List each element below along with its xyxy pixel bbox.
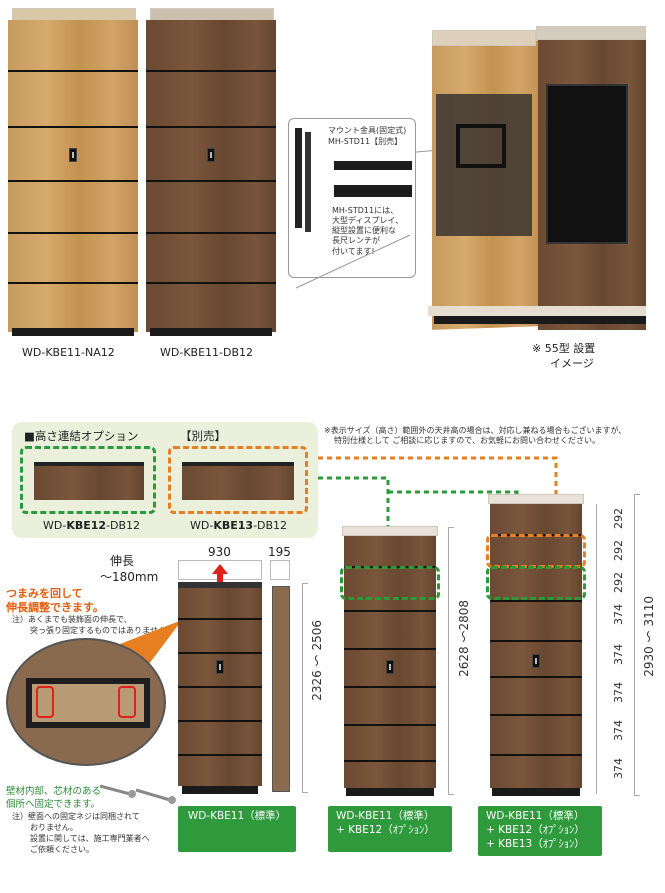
- callout-model: MH-STD11【別売】: [328, 137, 403, 146]
- seg-374-b: 374: [612, 644, 625, 665]
- option-kbe13-label: WD-KBE13-DB12: [190, 519, 287, 532]
- option-kbe13-image: [182, 462, 294, 500]
- label-kbe13-line1: WD-KBE11（標準）: [486, 810, 585, 822]
- screw-icon: [99, 784, 176, 804]
- seg-292-b: 292: [612, 540, 625, 561]
- callout-note-4: 長尺レンチが: [332, 236, 380, 245]
- wall-note-1: 注）壁面への固定ネジは同梱されて: [12, 812, 140, 821]
- option-kbe13-frame: [168, 446, 308, 514]
- option-kbe13-bold: KBE13: [213, 519, 254, 532]
- adjust-title-2: 伸長調整できます。: [6, 601, 104, 614]
- height-line-kbe12: [448, 527, 454, 795]
- kbe13-highlight: [486, 534, 586, 568]
- label-kbe13-line3: + KBE13（ｵﾌﾟｼｮﾝ）: [486, 838, 585, 850]
- notice-line-1: ※表示サイズ（高さ）範囲外の天井高の場合は、対応し兼ねる場合もございますが、: [324, 426, 627, 435]
- label-standard-text: WD-KBE11（標準）: [187, 810, 287, 822]
- height-line-kbe13: [634, 494, 640, 796]
- height-dim-kbe13: 2930 ～ 3110: [642, 596, 656, 677]
- wall-note-2: おりません。: [30, 823, 78, 832]
- option-kbe13-suffix: -DB12: [253, 519, 288, 532]
- adjust-note-1: 注）あくまでも装飾面の伸長で、: [12, 615, 132, 624]
- adjust-title-1: つまみを回して: [6, 587, 83, 600]
- kbe12-highlight-right: [486, 566, 586, 600]
- option-title: ■高さ連結オプション: [24, 429, 139, 443]
- cabinet-na-image: [8, 8, 138, 340]
- bracket-vertical-image-2: [305, 132, 311, 232]
- bracket-horizontal-image: [334, 161, 412, 170]
- option-kbe12-bold: KBE12: [66, 519, 107, 532]
- option-kbe12-prefix: WD-: [43, 519, 67, 532]
- seg-374-e: 374: [612, 758, 625, 779]
- label-kbe12-line1: WD-KBE11（標準）: [336, 810, 435, 822]
- wall-title-2: 個所へ固定できます。: [6, 799, 101, 810]
- up-arrow-icon: [212, 564, 228, 588]
- model-label-db: WD-KBE11-DB12: [160, 346, 254, 359]
- callout-note-2: 大型ディスプレイ、: [332, 216, 404, 225]
- seg-292-a: 292: [612, 508, 625, 529]
- install-caption-2: イメージ: [550, 357, 594, 370]
- stretch-label: 伸長: [110, 554, 135, 568]
- wall-title-1: 壁材内部、芯材のある: [6, 786, 102, 797]
- wall-note-4: ご依頼ください。: [30, 845, 94, 854]
- callout-note-1: MH-STD11には、: [332, 206, 399, 215]
- stretch-value: ～180mm: [100, 570, 159, 584]
- notice-line-2: 特別仕様として ご相談に応じますので、お気軽にお問い合わせください。: [334, 436, 600, 445]
- bracket-horizontal-image-2: [334, 185, 412, 197]
- option-kbe12-suffix: -DB12: [106, 519, 141, 532]
- width-dim: 930: [208, 545, 231, 559]
- depth-dim: 195: [268, 545, 291, 559]
- option-kbe12-image: [34, 462, 144, 500]
- seg-292-c: 292: [612, 572, 625, 593]
- wall-note-3: 設置に関しては、施工専門業者へ: [30, 834, 150, 843]
- label-standard: WD-KBE11（標準）: [178, 806, 296, 852]
- option-kbe13-prefix: WD-: [190, 519, 214, 532]
- segment-dim-line: [596, 504, 602, 794]
- label-kbe13: WD-KBE11（標準） + KBE12（ｵﾌﾟｼｮﾝ） + KBE13（ｵﾌﾟ…: [478, 806, 602, 856]
- side-profile-image: [272, 586, 290, 792]
- depth-dim-box: [270, 560, 290, 580]
- seg-374-a: 374: [612, 604, 625, 625]
- option-kbe12-label: WD-KBE12-DB12: [43, 519, 140, 532]
- cabinet-kbe13-image: [488, 494, 584, 796]
- label-kbe13-line2: + KBE12（ｵﾌﾟｼｮﾝ）: [486, 824, 585, 836]
- bracket-vertical-image: [295, 128, 302, 228]
- seg-374-c: 374: [612, 682, 625, 703]
- callout-note-5: 付いてます!: [332, 247, 375, 256]
- cabinet-db-image: [146, 8, 276, 340]
- kbe12-highlight-mid: [340, 566, 440, 600]
- height-dim-kbe12: 2628 ～2808: [457, 600, 471, 677]
- install-caption-1: ※ 55型 設置: [532, 342, 596, 355]
- cabinet-kbe12-image: [342, 526, 438, 796]
- height-dim-standard: 2326 ～ 2506: [310, 620, 324, 701]
- adjust-note-2: 突っ張り固定するものではありません。: [30, 626, 174, 635]
- cabinet-standard-image: [178, 582, 262, 794]
- install-image: [428, 24, 648, 334]
- option-kbe12-frame: [20, 446, 156, 514]
- height-line-standard: [302, 583, 308, 793]
- seg-374-d: 374: [612, 720, 625, 741]
- label-kbe12: WD-KBE11（標準） + KBE12（ｵﾌﾟｼｮﾝ）: [328, 806, 452, 852]
- callout-note-3: 縦型設置に便利な: [332, 226, 396, 235]
- zoom-detail-image: [6, 638, 166, 766]
- label-kbe12-line2: + KBE12（ｵﾌﾟｼｮﾝ）: [336, 824, 435, 836]
- callout-title: マウント金具(固定式): [328, 126, 407, 135]
- option-sold-separately: 【別売】: [180, 429, 226, 443]
- model-label-na: WD-KBE11-NA12: [22, 346, 115, 359]
